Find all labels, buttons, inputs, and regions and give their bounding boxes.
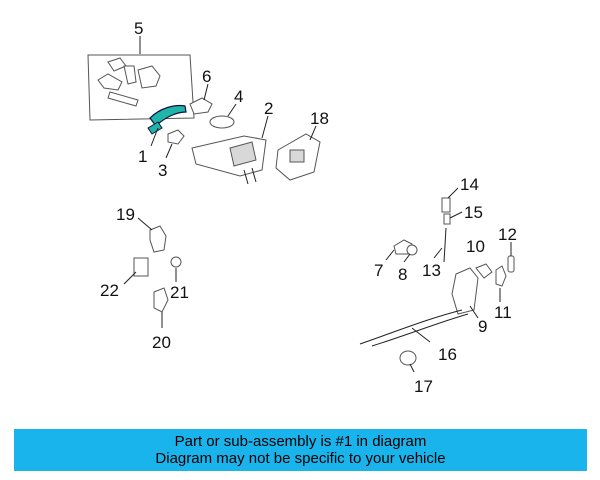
leader-22	[123, 271, 137, 285]
part-2-rod-b	[251, 167, 257, 183]
leader-1	[150, 127, 159, 147]
part-9-shape	[451, 267, 479, 315]
callout-9: 9	[478, 317, 487, 336]
part-16-cable: 16	[359, 309, 469, 364]
callout-8: 8	[398, 265, 407, 284]
part-2-mech	[229, 141, 257, 167]
part-12: 12	[498, 225, 517, 273]
part-2-assembly: 2	[191, 99, 273, 185]
part-20: 20	[152, 287, 171, 352]
part-3-shape	[167, 129, 185, 145]
leader-4	[227, 103, 237, 117]
callout-16: 16	[438, 345, 457, 364]
leader-6	[203, 83, 209, 101]
part-13-rod	[443, 227, 447, 263]
part-4: 4	[209, 87, 243, 129]
callout-15: 15	[464, 203, 483, 222]
part-5-kit: 5	[87, 19, 195, 121]
part-13: 13	[422, 227, 447, 280]
callout-18: 18	[310, 109, 329, 128]
part-21-shape	[170, 256, 182, 268]
callout-10: 10	[466, 237, 485, 256]
leader-2	[261, 115, 269, 139]
part-8-shape	[406, 244, 418, 256]
leader-9	[469, 305, 479, 319]
part-1-handle: 1	[138, 104, 187, 166]
part-20-shape	[153, 287, 169, 313]
handle-end	[147, 121, 163, 135]
part-6-shape	[189, 97, 213, 115]
leader-15	[449, 211, 463, 219]
callout-3: 3	[158, 161, 167, 180]
part-12-shape	[507, 255, 515, 273]
kit-piece-c	[137, 65, 161, 89]
banner-line-1: Part or sub-assembly is #1 in diagram	[174, 433, 427, 450]
handle-highlight	[149, 104, 187, 127]
leader-16	[411, 327, 431, 343]
callout-20: 20	[152, 333, 171, 352]
info-banner: Part or sub-assembly is #1 in diagram Di…	[14, 429, 587, 471]
part-9-latch: 9	[451, 267, 487, 336]
part-16-cable-a	[359, 309, 463, 345]
leader-8	[403, 253, 411, 263]
part-10: 10	[466, 237, 493, 279]
kit-piece-b	[123, 65, 137, 85]
leader-17	[409, 363, 415, 373]
kit-piece-d	[97, 73, 123, 91]
callout-2: 2	[264, 99, 273, 118]
banner-line-2: Diagram may not be specific to your vehi…	[155, 450, 446, 467]
callout-6: 6	[202, 67, 211, 86]
callout-12: 12	[498, 225, 517, 244]
part-16-cable-b	[371, 313, 469, 347]
part-2-rod-a	[243, 169, 249, 185]
kit-piece-e	[107, 91, 139, 107]
part-15-shape	[443, 213, 451, 225]
part-4-shape	[209, 115, 235, 129]
leader-3	[165, 143, 173, 159]
callout-7: 7	[374, 261, 383, 280]
part-11: 11	[494, 265, 512, 322]
leader-19	[137, 217, 153, 231]
part-22-shape	[133, 257, 149, 277]
part-10-shape	[475, 263, 493, 279]
leader-18	[309, 125, 317, 141]
part-15: 15	[443, 203, 483, 225]
part-11-shape	[495, 265, 507, 287]
leader-14	[447, 187, 459, 199]
part-6: 6	[189, 67, 213, 115]
part-14: 14	[441, 175, 479, 213]
part-17-shape	[399, 350, 417, 366]
part-3: 3	[158, 129, 185, 180]
part-17: 17	[399, 350, 433, 396]
callout-4: 4	[234, 87, 243, 106]
part-18: 18	[275, 109, 329, 181]
callout-17: 17	[414, 377, 433, 396]
leader-13	[433, 247, 443, 259]
callout-11: 11	[494, 303, 512, 322]
part-22: 22	[100, 257, 149, 300]
callout-14: 14	[460, 175, 479, 194]
callout-5: 5	[134, 19, 143, 38]
callout-13: 13	[422, 261, 441, 280]
callout-1: 1	[138, 147, 147, 166]
callout-21: 21	[170, 283, 189, 302]
leader-7	[385, 249, 395, 261]
part-19-shape	[149, 225, 167, 253]
callout-22: 22	[100, 281, 119, 300]
part-14-shape	[441, 197, 451, 213]
part-21: 21	[170, 256, 189, 302]
part-19: 19	[116, 205, 167, 253]
callout-19: 19	[116, 205, 135, 224]
part-18-detail	[289, 149, 305, 163]
parts-diagram: 5 1 3 6 4 2 18	[87, 19, 517, 396]
part-8: 8	[398, 244, 418, 284]
